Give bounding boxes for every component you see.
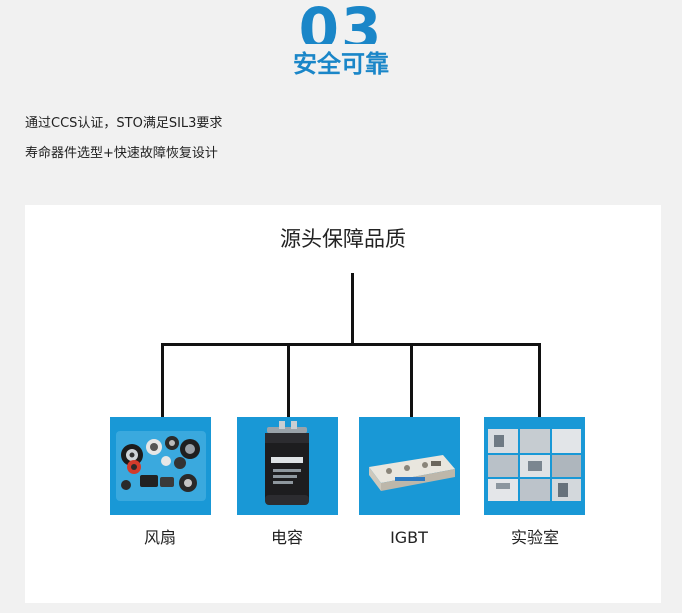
feature-text-lifetime: 寿命器件选型+快速故障恢复设计 (25, 146, 218, 161)
connector-trunk (351, 273, 354, 344)
connector-drop-lab (538, 343, 541, 417)
node-label-lab: 实验室 (510, 528, 559, 547)
connector-bus (161, 343, 541, 346)
connector-drop-igbt (410, 343, 413, 417)
connector-drop-fan (161, 343, 164, 417)
capacitor-photo-icon (237, 417, 338, 515)
quality-diagram-card: 源头保障品质 (25, 205, 661, 603)
section-number: 03 (0, 0, 682, 44)
diagram-root-label: 源头保障品质 (280, 227, 406, 251)
node-label-capacitor: 电容 (270, 528, 303, 547)
node-label-fan: 风扇 (143, 528, 176, 547)
feature-text-ccs: 通过CCS认证，STO满足SIL3要求 (25, 116, 223, 131)
section-number-text: 03 (298, 0, 384, 44)
connector-drop-capacitor (287, 343, 290, 417)
fans-photo-icon (110, 417, 211, 515)
section-title: 安全可靠 (293, 50, 389, 78)
node-label-igbt: IGBT (390, 528, 428, 547)
laboratory-photo-icon (484, 417, 585, 515)
igbt-module-photo-icon (359, 417, 460, 515)
